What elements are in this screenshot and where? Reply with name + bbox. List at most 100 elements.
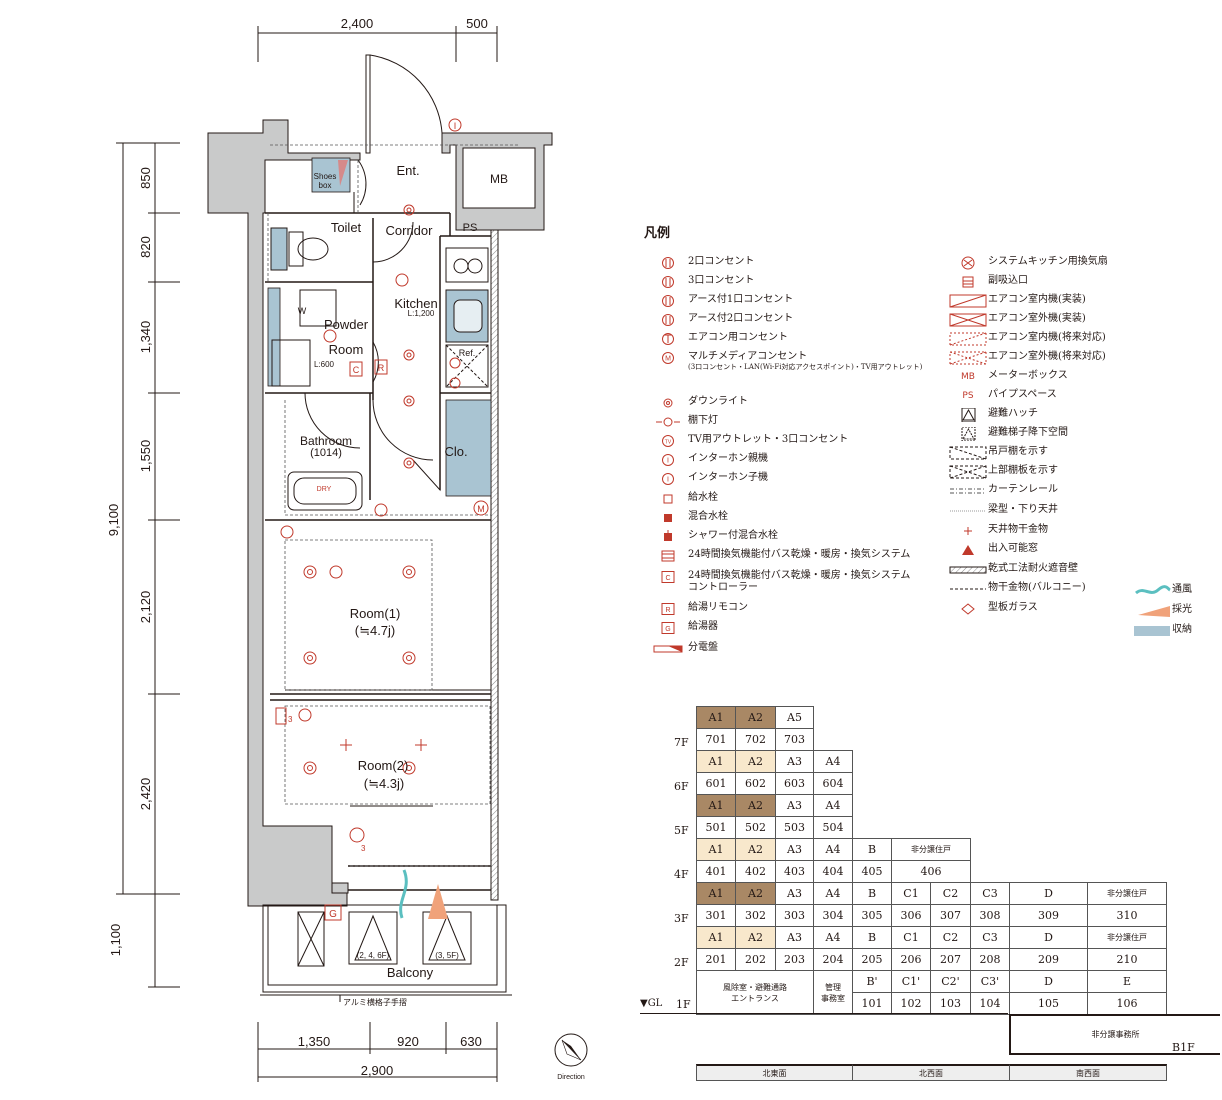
patterned-glass-icon <box>948 602 988 616</box>
unit-type-cell: C3' <box>970 970 1010 993</box>
legend-text: 避難梯子降下空間 <box>988 427 1068 439</box>
legend-title: 凡例 <box>644 226 671 241</box>
room-number-cell: 209 <box>1009 948 1088 971</box>
unit-type-cell: B <box>852 926 892 949</box>
legend-item-kitchen-fan: システムキッチン用換気扇 <box>948 256 1148 270</box>
dim-bottom-630: 630 <box>460 1034 482 1049</box>
legend-extra-item: 通風 <box>1132 584 1192 598</box>
room-number-cell: 502 <box>735 816 776 839</box>
legend-label: 分電盤 <box>688 642 718 653</box>
unit-type-cell: A5 <box>775 706 814 729</box>
room-number-cell: 101 <box>852 992 892 1015</box>
unit-type-cell: B <box>852 882 892 905</box>
legend-item-pipe-space: PS パイプスペース <box>948 389 1148 403</box>
doors <box>285 54 491 807</box>
legend-text: 給水栓 <box>688 492 718 504</box>
unit-type-cell: C1' <box>891 970 931 993</box>
legend-item-interphone-main: I インターホン親機 <box>648 453 938 467</box>
room-number-cell: 204 <box>813 948 853 971</box>
legend-label: インターホン親機 <box>688 453 768 464</box>
floor-label: 5F <box>674 824 689 837</box>
dim-bottom-920: 920 <box>397 1034 419 1049</box>
meter-box <box>462 147 536 209</box>
legend-label: カーテンレール <box>988 484 1058 495</box>
legend-text: 棚下灯 <box>688 415 718 427</box>
kitchen-fan-icon <box>948 256 988 270</box>
unit-type-cell: B' <box>852 970 892 993</box>
label-room1-size: (≒4.7j) <box>355 623 396 638</box>
outlet-earth-1-icon <box>648 294 688 308</box>
legend-item-under-shelf-light: 棚下灯 <box>648 415 938 429</box>
label-bathroom: Bathroom <box>300 434 352 448</box>
light-icon <box>1132 604 1172 618</box>
room-number-cell: 103 <box>930 992 971 1015</box>
room-number-cell: 308 <box>970 904 1010 927</box>
unit-type-cell: A4 <box>813 926 853 949</box>
floor-label: 4F <box>674 868 689 881</box>
legend-text: 吊戸棚を示す <box>988 446 1048 458</box>
shoes-box-pink <box>338 160 348 186</box>
legend-label: 物干金物(バルコニー) <box>988 582 1086 593</box>
dimension-labels: 2,400 500 1,350 920 630 2,900 850 820 1,… <box>106 16 488 1078</box>
legend-item-patterned-glass: 型板ガラス <box>948 602 1148 616</box>
legend-text: 物干金物(バルコニー) <box>988 582 1086 594</box>
room-number-cell: 201 <box>696 948 736 971</box>
label-room1: Room(1) <box>350 606 401 621</box>
legend-label: 避難梯子降下空間 <box>988 427 1068 438</box>
label-powder-1: Powder <box>324 317 369 332</box>
unit-type-cell: A2 <box>735 794 776 817</box>
legend-text: システムキッチン用換気扇 <box>988 256 1108 268</box>
legend-label: エアコン室外機(実装) <box>988 313 1086 324</box>
room-number-cell: 703 <box>775 728 814 751</box>
water-heater-mark: G <box>329 909 337 920</box>
water-heater-icon: G <box>648 621 688 635</box>
label-entrance: Ent. <box>396 163 419 178</box>
room-number-cell: 302 <box>735 904 776 927</box>
dim-left-1340: 1,340 <box>138 321 153 354</box>
label-washer: W <box>298 306 307 316</box>
legend-text: シャワー付混合水栓 <box>688 530 778 542</box>
dim-left-1100: 1,100 <box>108 924 123 957</box>
ground-level-label: ▼GL <box>640 998 663 1009</box>
fixtures <box>270 227 489 967</box>
upper-shelf-icon <box>948 465 988 479</box>
unit-type-cell: A1 <box>696 838 736 861</box>
legend-item-fire-wall: 乾式工法耐火遮音壁 <box>948 563 1148 577</box>
shower-tap-icon <box>648 530 688 544</box>
pipe-space-icon: PS <box>962 391 974 401</box>
controller-mark: C <box>353 365 360 375</box>
legend-label: メーターボックス <box>988 370 1068 381</box>
legend-label: 3口コンセント <box>688 275 755 286</box>
legend-label: 給湯器 <box>688 621 718 632</box>
legend-text: 混合水栓 <box>688 511 728 523</box>
unit-type-cell: A3 <box>775 750 814 773</box>
legend-label: エアコン室内機(将来対応) <box>988 332 1106 343</box>
room-number-cell: 207 <box>930 948 971 971</box>
unit-type-cell: 非分譲住戸 <box>1087 882 1167 905</box>
legend-item-air-intake: 副吸込口 <box>948 275 1148 289</box>
room-number-cell: 105 <box>1009 992 1088 1015</box>
legend-text: 分電盤 <box>688 642 718 654</box>
interphone-sub-icon: I <box>648 472 688 486</box>
legend-label: マルチメディアコンセント <box>688 351 808 362</box>
unit-type-cell: C2 <box>930 926 971 949</box>
svg-text:I: I <box>667 458 669 465</box>
aircon-indoor-icon <box>948 294 988 308</box>
room-number-cell: 304 <box>813 904 853 927</box>
legend-text: 梁型・下り天井 <box>988 504 1058 516</box>
escape-hatch-icon <box>948 408 988 422</box>
room-number-cell: 205 <box>852 948 892 971</box>
legend-item-curtain-rail: カーテンレール <box>948 484 1148 498</box>
label-kitchen: Kitchen <box>394 296 437 311</box>
legend-item-escape-ladder: 避難梯子降下空間 <box>948 427 1148 441</box>
legend-text: エアコン用コンセント <box>688 332 788 344</box>
meter-box-icon: MB <box>961 372 975 382</box>
floor-label: 1F <box>676 998 691 1011</box>
legend-label: アース付2口コンセント <box>688 313 794 324</box>
legend-text: パイプスペース <box>988 389 1057 401</box>
bath-controller-icon: C <box>648 570 688 584</box>
office-cell: 管理事務室 <box>813 970 853 1015</box>
unit-type-cell: A1 <box>696 926 736 949</box>
